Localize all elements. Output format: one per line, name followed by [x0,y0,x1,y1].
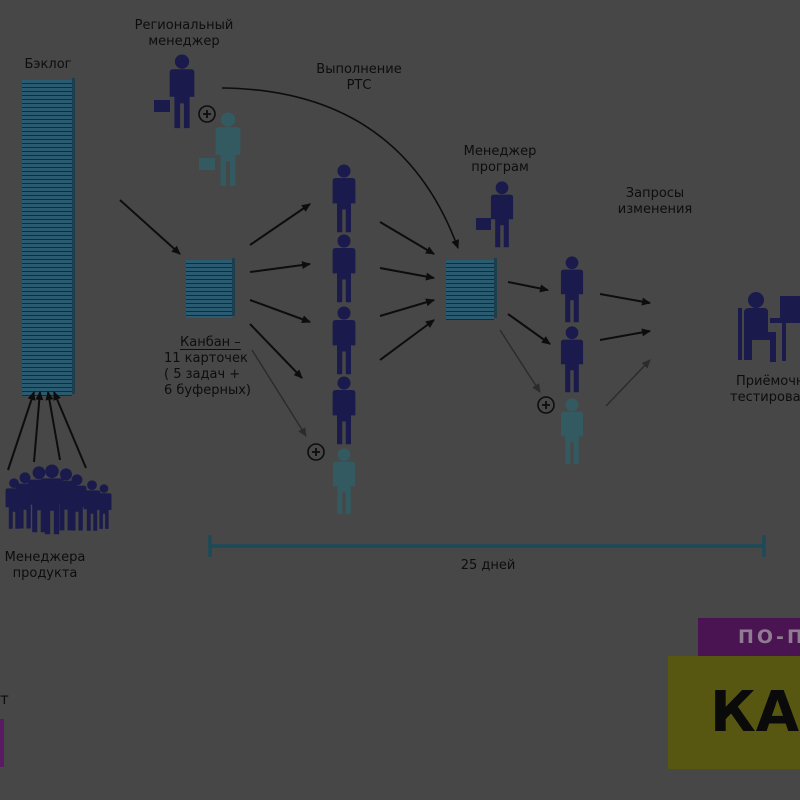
product-managers-label: Менеджера продукта [4,550,86,581]
kanban-note: Канбан – 11 карточек ( 5 задач + 6 буфер… [164,335,252,398]
testers-to-acceptance-arrows [599,293,651,407]
regional-manager-label: Региональный менеджер [134,18,234,49]
briefcase-icon [154,100,170,112]
plus-icon [307,443,325,461]
person-icon [560,326,584,393]
backlog-to-kanban-arrow [119,199,181,255]
person-icon [332,306,356,375]
kanban-stack [186,258,235,318]
stack-to-testers-arrows [499,281,551,393]
left-caption-fragment: т [0,690,9,708]
acceptance-label: Приёмочн тестирова [730,374,800,405]
person-icon [332,448,356,515]
rts-arrow [221,87,459,249]
program-manager-figure [476,181,514,248]
person-icon [560,256,584,323]
regional-manager-figure [154,54,195,129]
backlog-stack [22,78,75,396]
product-managers-group [5,464,112,535]
duration-label: 25 дней [460,558,516,573]
crowd-arrows [7,391,87,471]
program-stack [446,258,497,320]
kanban-to-workers-arrows [249,203,311,437]
program-manager-label: Менеджер програм [463,144,537,175]
plus-icon [537,396,555,414]
briefcase-icon [199,158,215,170]
change-requests-label: Запросы изменения [617,186,693,217]
workers-to-stack-arrows [379,221,435,361]
regional-buffer-figure [199,112,241,187]
backlog-label: Бэклог [24,57,72,72]
person-icon [332,376,356,445]
briefcase-icon [476,218,491,230]
timeline-bar [208,535,766,557]
rts-label: Выполнение РТС [316,62,402,93]
left-accent-bar [0,719,4,767]
testers-column [560,256,584,465]
person-icon [332,234,356,303]
desk-icon [738,292,800,362]
plus-icon [198,105,216,123]
person-icon [332,164,356,233]
person-icon [560,398,584,465]
badge-subtitle: ПО-П [698,618,800,656]
developers-column [332,164,356,515]
badge-title: КАН [668,656,800,769]
